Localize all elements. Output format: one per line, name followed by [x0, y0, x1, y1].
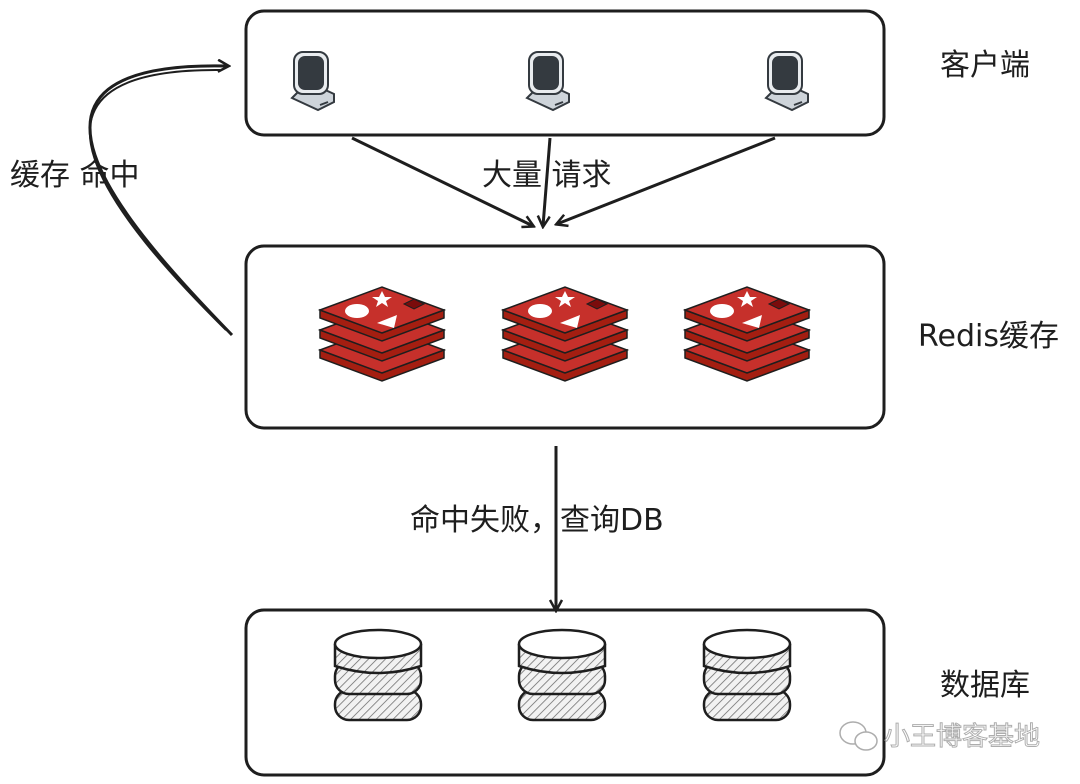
request-arrow [543, 137, 552, 226]
cache-layer: Redis缓存 [244, 244, 1059, 430]
database-layer: 数据库 [244, 608, 1030, 777]
cache-miss-label: 命中失败，查询DB [410, 503, 664, 538]
monitor-icon [765, 51, 809, 111]
request-arrow [557, 136, 776, 224]
cache-hit-arrow [88, 66, 234, 337]
requests-label: 大量 请求 [482, 158, 612, 193]
client-layer: 客户端 [244, 9, 1030, 137]
request-arrows [351, 136, 776, 226]
client-box [244, 9, 886, 137]
cache-hit-label: 缓存 命中 [10, 158, 140, 193]
watermark-text: 小王博客基地 [884, 722, 1040, 752]
client-label: 客户端 [940, 48, 1030, 83]
cache-hit-arrow-stroke [88, 68, 227, 331]
database-icon [333, 628, 423, 722]
monitor-icon [526, 51, 570, 111]
cache-label: Redis缓存 [918, 319, 1059, 354]
monitor-icon [291, 51, 335, 111]
request-arrow [351, 136, 533, 226]
database-label: 数据库 [940, 668, 1030, 703]
wechat-icon [839, 721, 878, 751]
watermark: 小王博客基地 [839, 721, 1041, 753]
database-icon [702, 628, 792, 722]
database-icon [517, 628, 607, 722]
